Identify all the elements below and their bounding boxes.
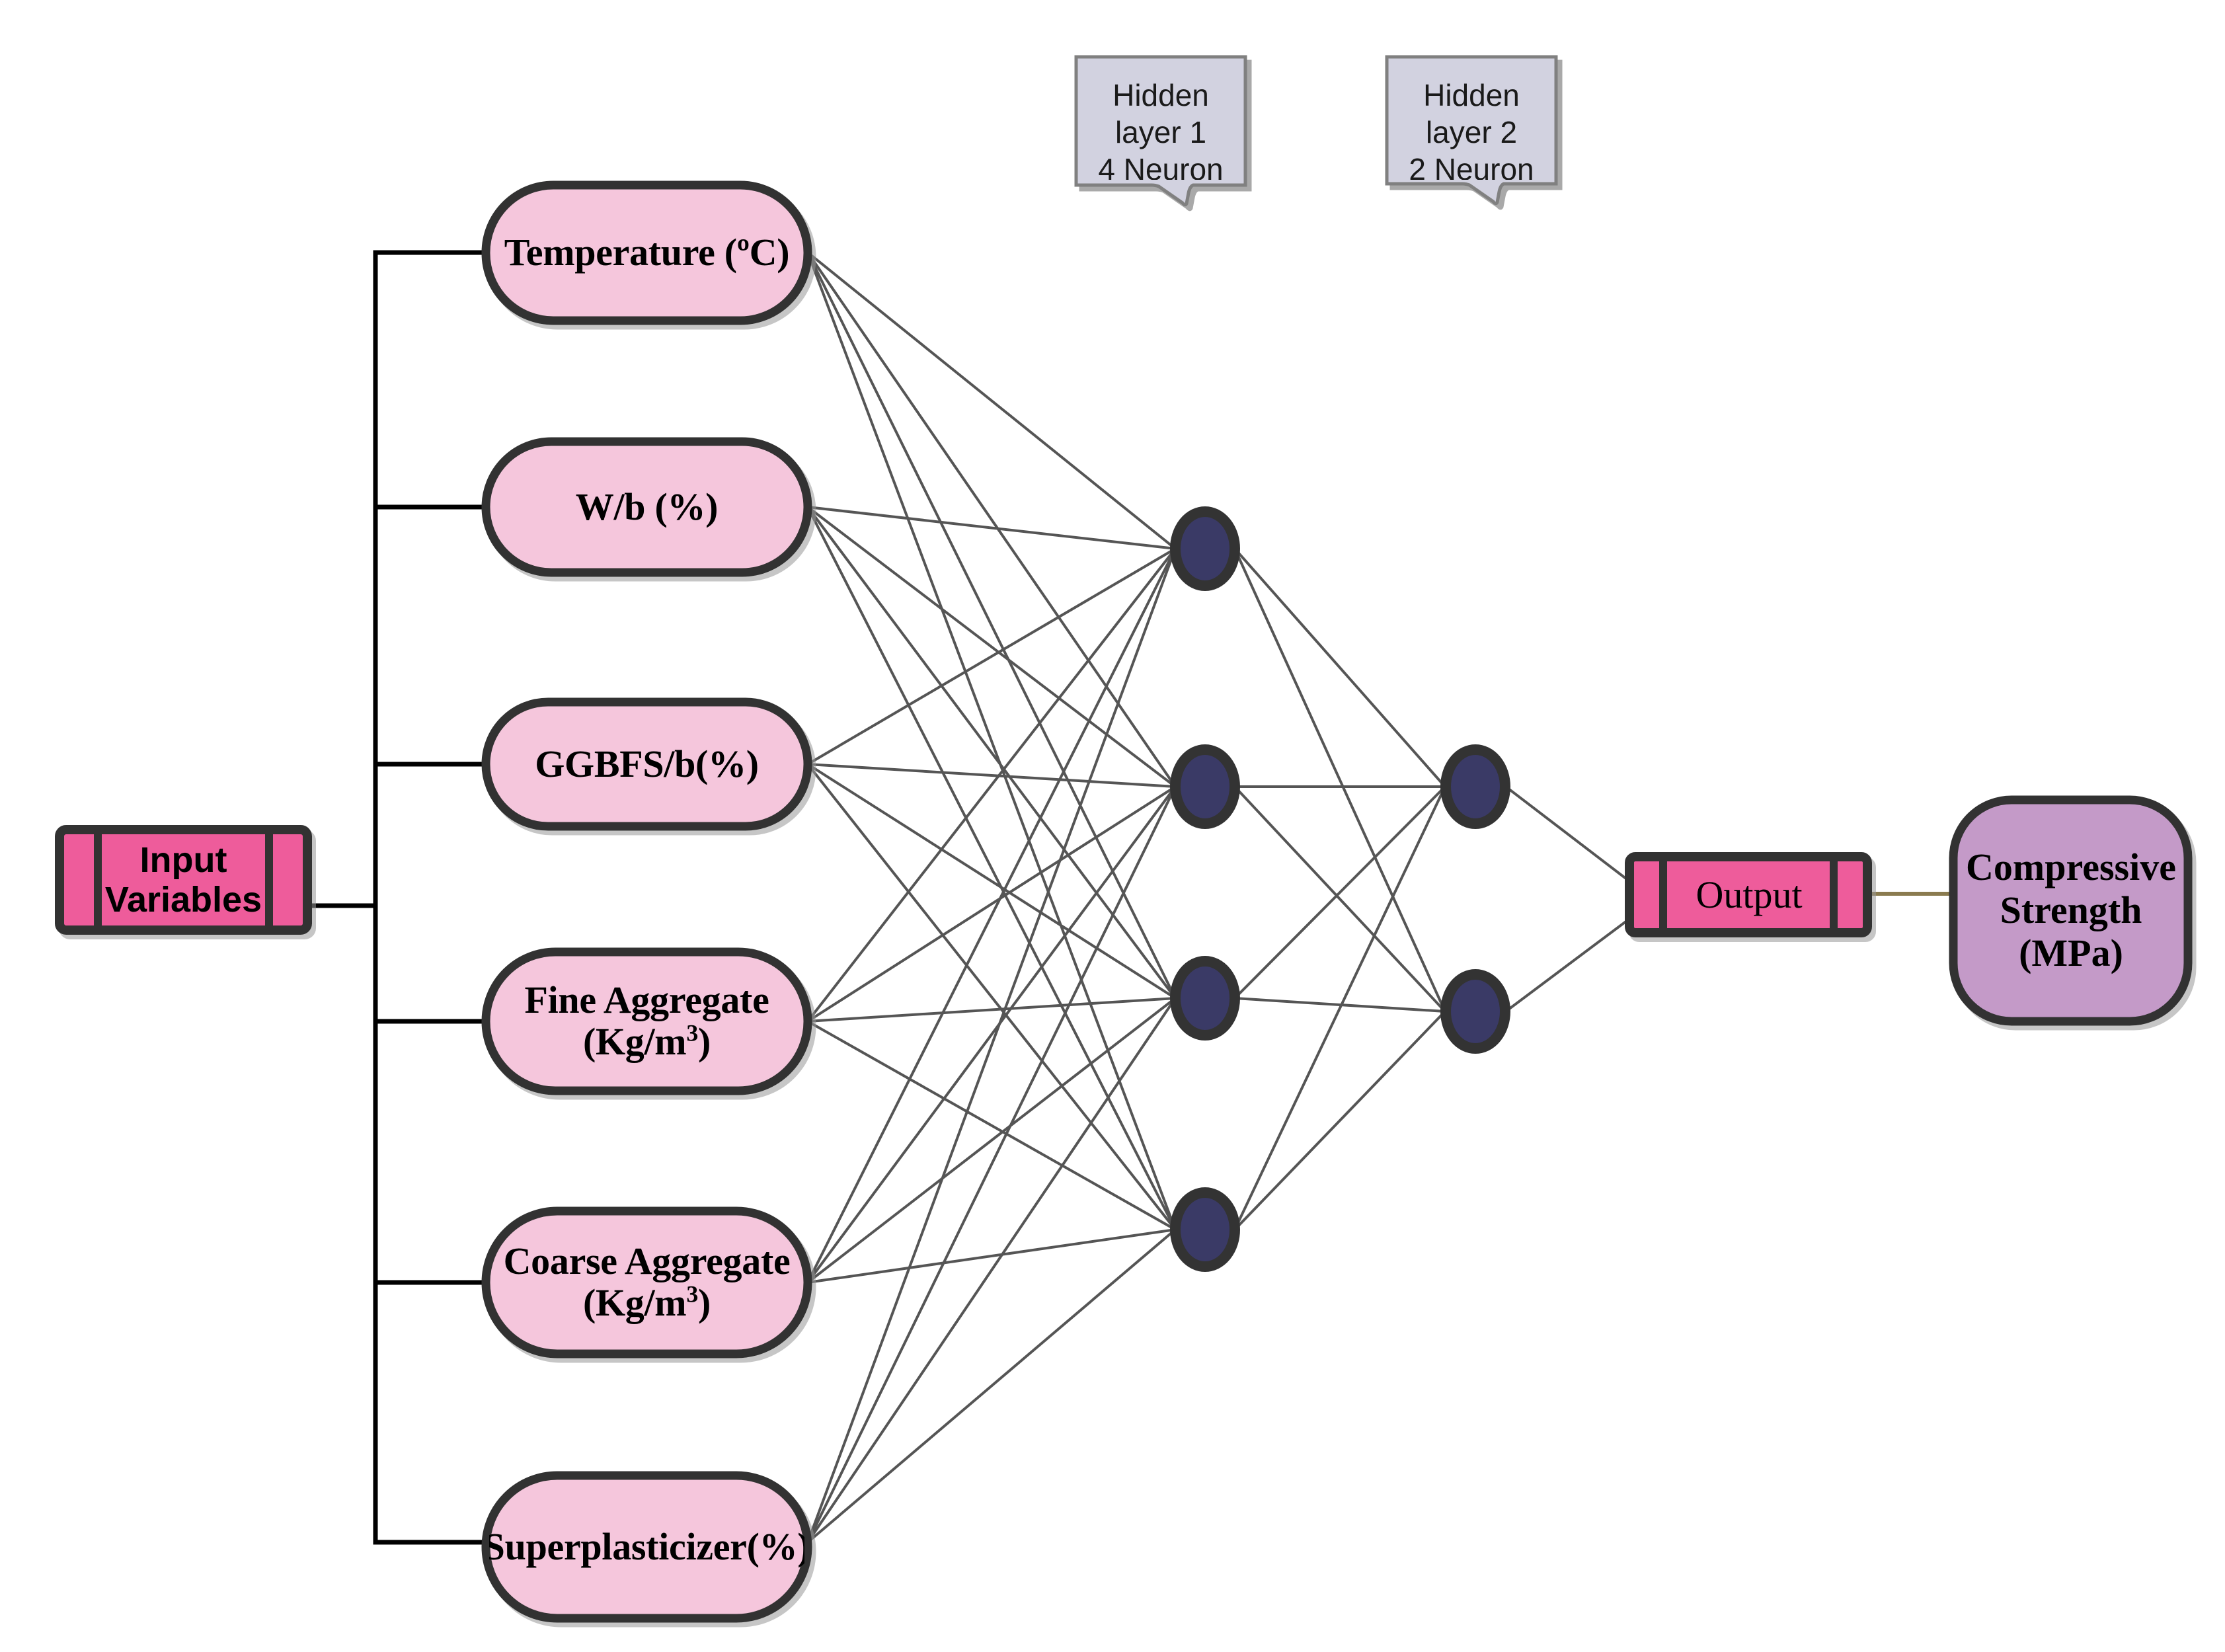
edge-h1n1-h2n1 bbox=[1233, 547, 1446, 788]
output-block-outer-rect bbox=[1625, 852, 1872, 937]
callout-hidden-layer-1[interactable] bbox=[1074, 55, 1247, 207]
input-pill-temperature-label: Temperature (ºC) bbox=[504, 231, 790, 274]
input-pill-superplasticizer-shape bbox=[481, 1471, 812, 1623]
edge-ggbfs-b-h1n2 bbox=[807, 763, 1176, 788]
hidden-layer-1-neurons bbox=[1170, 506, 1240, 1272]
edge-w-b-ratio-h1n1 bbox=[807, 506, 1176, 550]
target-block-label-container: Compressive Strength (MPa) bbox=[1966, 846, 2176, 974]
input-variables-label-container: Input Variables bbox=[104, 840, 262, 920]
input-pill-fine-aggregate-shape bbox=[481, 947, 812, 1095]
edge-temperature-h1n3 bbox=[806, 252, 1177, 999]
input-variables-label-line1: Input bbox=[139, 840, 227, 880]
callout-hidden-layer-1-line1: Hidden layer 1 bbox=[1112, 78, 1209, 150]
callout-hidden-layer-2[interactable] bbox=[1385, 55, 1558, 206]
edge-superplasticizer-h1n4 bbox=[806, 1228, 1177, 1544]
input-pill-superplasticizer[interactable] bbox=[481, 1471, 812, 1623]
input-pill-ggbfs-b-shape bbox=[481, 697, 812, 831]
edge-h1n4-h2n2 bbox=[1233, 1010, 1446, 1231]
target-block-label-line2: Strength (MPa) bbox=[2000, 888, 2142, 974]
input-pill-w-b-ratio[interactable] bbox=[481, 437, 812, 577]
edge-superplasticizer-h1n3 bbox=[806, 997, 1177, 1544]
input-pill-temperature-shape bbox=[481, 180, 812, 325]
input-pill-temperature[interactable] bbox=[481, 180, 812, 325]
edge-temperature-h1n2 bbox=[806, 251, 1177, 788]
edge-coarse-aggregate-h1n4 bbox=[807, 1228, 1176, 1284]
edge-coarse-aggregate-h1n1 bbox=[806, 548, 1177, 1283]
neuron-h2-2[interactable] bbox=[1440, 969, 1510, 1054]
callout-hidden-layer-1-label-container: Hidden layer 1 4 Neuron bbox=[1098, 78, 1224, 180]
input-variables-outer-rect bbox=[55, 825, 312, 935]
input-pill-superplasticizer-label: Superplasticizer(%) bbox=[489, 1524, 804, 1568]
edge-fine-aggregate-h1n2 bbox=[806, 785, 1177, 1023]
target-block-label-line1: Compressive bbox=[1966, 846, 2176, 889]
hidden-layer-2-neurons bbox=[1440, 744, 1510, 1054]
neuron-h1-1[interactable] bbox=[1170, 506, 1240, 591]
output-block-label: Output bbox=[1696, 873, 1803, 916]
edge-ggbfs-b-h1n3 bbox=[806, 763, 1177, 1000]
edge-h1n3-h2n2 bbox=[1234, 997, 1446, 1013]
input-pill-fine-aggregate-label-line1: Fine Aggregate bbox=[524, 978, 769, 1022]
edge-h1n3-h2n1 bbox=[1233, 785, 1446, 1000]
edge-ggbfs-b-h1n1 bbox=[806, 547, 1177, 766]
input-variables-label-line2: Variables bbox=[104, 880, 262, 920]
callout-hidden-layer-2-line2: 2 Neuron bbox=[1409, 152, 1534, 180]
input-pill-fine-aggregate-label-line2: (Kg/m3) bbox=[582, 1019, 711, 1063]
input-pill-w-b-ratio-label: W/b (%) bbox=[575, 485, 719, 528]
edge-w-b-ratio-h1n4 bbox=[806, 506, 1177, 1230]
edge-superplasticizer-h1n1 bbox=[806, 548, 1177, 1543]
callout-hidden-layer-2-shape bbox=[1385, 55, 1558, 206]
edge-h1n4-h2n1 bbox=[1233, 786, 1446, 1230]
edge-temperature-h1n4 bbox=[806, 252, 1177, 1230]
input-pill-coarse-aggregate-shape bbox=[481, 1206, 812, 1358]
edge-fine-aggregate-h1n3 bbox=[807, 997, 1176, 1023]
callout-hidden-layer-2-line1: Hidden layer 2 bbox=[1423, 78, 1520, 150]
edge-fine-aggregate-h1n1 bbox=[806, 547, 1177, 1023]
edge-w-b-ratio-h1n2 bbox=[806, 506, 1177, 788]
input-pill-w-b-ratio-label-container: W/b (%) bbox=[575, 485, 719, 528]
input-pill-coarse-aggregate[interactable] bbox=[481, 1206, 812, 1358]
input-pill-ggbfs-b-label: GGBFS/b(%) bbox=[535, 742, 759, 785]
edges-input-to-hidden1 bbox=[806, 251, 1177, 1544]
edge-fine-aggregate-h1n4 bbox=[807, 1020, 1176, 1231]
edge-h1n2-h2n2 bbox=[1233, 785, 1446, 1013]
callout-hidden-layer-2-label-container: Hidden layer 2 2 Neuron bbox=[1409, 78, 1534, 180]
input-pill-coarse-aggregate-label-line1: Coarse Aggregate bbox=[503, 1239, 791, 1283]
neuron-h1-2[interactable] bbox=[1170, 744, 1240, 829]
input-pill-w-b-ratio-shape bbox=[481, 437, 812, 577]
edge-superplasticizer-h1n2 bbox=[806, 786, 1177, 1543]
edge-h1n1-h2n2 bbox=[1233, 548, 1446, 1012]
input-pill-ggbfs-b[interactable] bbox=[481, 697, 812, 831]
input-pill-fine-aggregate[interactable] bbox=[481, 947, 812, 1095]
input-pill-superplasticizer-label-container: Superplasticizer(%) bbox=[489, 1524, 804, 1568]
input-pill-coarse-aggregate-label-line2: (Kg/m3) bbox=[582, 1280, 711, 1324]
input-pill-coarse-aggregate-label-container: Coarse Aggregate (Kg/m3) bbox=[503, 1239, 791, 1324]
edge-w-b-ratio-h1n3 bbox=[806, 506, 1177, 1000]
callout-hidden-layer-1-line2: 4 Neuron bbox=[1098, 152, 1224, 180]
input-variables-block[interactable] bbox=[55, 825, 312, 935]
output-block[interactable] bbox=[1625, 852, 1872, 937]
edges-hidden1-to-hidden2 bbox=[1233, 547, 1446, 1231]
edge-h2n2-output bbox=[1504, 918, 1631, 1013]
target-block-shape bbox=[1949, 795, 2193, 1026]
output-block-label-container: Output bbox=[1696, 873, 1803, 916]
input-pill-fine-aggregate-label-container: Fine Aggregate (Kg/m3) bbox=[524, 978, 769, 1063]
neuron-h1-4[interactable] bbox=[1170, 1187, 1240, 1272]
edges-hidden2-to-output bbox=[1504, 785, 1631, 1013]
edge-coarse-aggregate-h1n3 bbox=[806, 997, 1177, 1284]
input-pill-ggbfs-b-label-container: GGBFS/b(%) bbox=[535, 742, 759, 785]
callout-hidden-layer-1-shape bbox=[1074, 55, 1247, 207]
input-bus bbox=[305, 250, 505, 1545]
edge-ggbfs-b-h1n4 bbox=[806, 763, 1177, 1231]
neuron-h2-1[interactable] bbox=[1440, 744, 1510, 829]
target-block[interactable] bbox=[1949, 795, 2193, 1026]
input-pill-temperature-label-container: Temperature (ºC) bbox=[504, 231, 790, 274]
neuron-h1-3[interactable] bbox=[1170, 956, 1240, 1041]
edge-temperature-h1n1 bbox=[806, 251, 1177, 550]
edge-coarse-aggregate-h1n2 bbox=[806, 785, 1177, 1284]
edge-h2n1-output bbox=[1504, 785, 1631, 883]
